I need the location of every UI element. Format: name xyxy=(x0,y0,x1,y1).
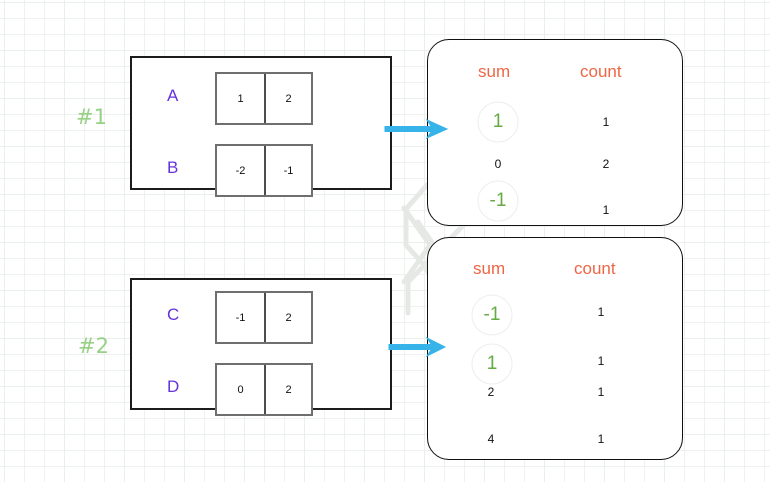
step-label-2: #2 xyxy=(78,334,109,358)
panel-2-count-1: 1 xyxy=(597,354,605,368)
row-label-a: A xyxy=(167,86,179,105)
panel-1-count-0: 1 xyxy=(602,115,610,129)
panel-2-count-0: 1 xyxy=(597,305,605,319)
step-label-1: #1 xyxy=(76,105,107,129)
value-pair-c: -1 2 xyxy=(215,291,313,344)
panel-1-header-sum: sum xyxy=(478,62,511,81)
row-label-d: D xyxy=(167,377,180,396)
cell-b-1: -1 xyxy=(264,146,311,195)
value-pair-b: -2 -1 xyxy=(215,144,313,197)
cell-b-0: -2 xyxy=(235,164,246,177)
cell-d-0: 0 xyxy=(237,383,244,396)
panel-2-header-sum: sum xyxy=(473,259,506,278)
row-label-c: C xyxy=(167,305,180,324)
highlight-circle-p2-r0 xyxy=(471,294,513,336)
cell-a-0: 1 xyxy=(237,92,244,105)
panel-2-header-count: count xyxy=(574,259,616,278)
panel-2-sum-2: 2 xyxy=(487,385,495,399)
highlight-circle-p2-r1 xyxy=(471,343,513,385)
panel-1-header-count: count xyxy=(580,62,622,81)
highlight-circle-p1-r2 xyxy=(477,180,519,222)
panel-2-count-2: 1 xyxy=(597,385,605,399)
value-pair-d: 0 2 xyxy=(215,363,313,416)
input-box-step-2: C -1 2 D 0 2 xyxy=(130,278,392,416)
panel-1-sum-2: -1 xyxy=(489,190,507,211)
cell-a-1: 2 xyxy=(264,74,311,123)
panel-2-sum-0: -1 xyxy=(483,304,501,325)
panel-1-sum-1: 0 xyxy=(494,157,502,171)
panel-1-count-1: 2 xyxy=(602,157,610,171)
highlight-circle-p1-r0 xyxy=(477,101,519,143)
cell-c-0: -1 xyxy=(235,311,246,324)
cell-d-1: 2 xyxy=(264,365,311,414)
value-pair-a: 1 2 xyxy=(215,72,313,125)
panel-2-count-3: 1 xyxy=(597,432,605,446)
panel-1-sum-0: 1 xyxy=(492,111,504,132)
cell-c-1: 2 xyxy=(264,293,311,342)
panel-2-sum-1: 1 xyxy=(486,353,498,374)
panel-1-count-2: 1 xyxy=(602,203,610,217)
panel-2-sum-3: 4 xyxy=(487,432,495,446)
input-box-step-1: A 1 2 B -2 -1 xyxy=(130,56,392,197)
row-label-b: B xyxy=(167,158,179,177)
aggregate-panel-1: sum count 1 1 0 2 -1 1 xyxy=(427,39,683,226)
aggregate-panel-2: sum count -1 1 1 1 2 1 4 1 xyxy=(427,237,683,460)
